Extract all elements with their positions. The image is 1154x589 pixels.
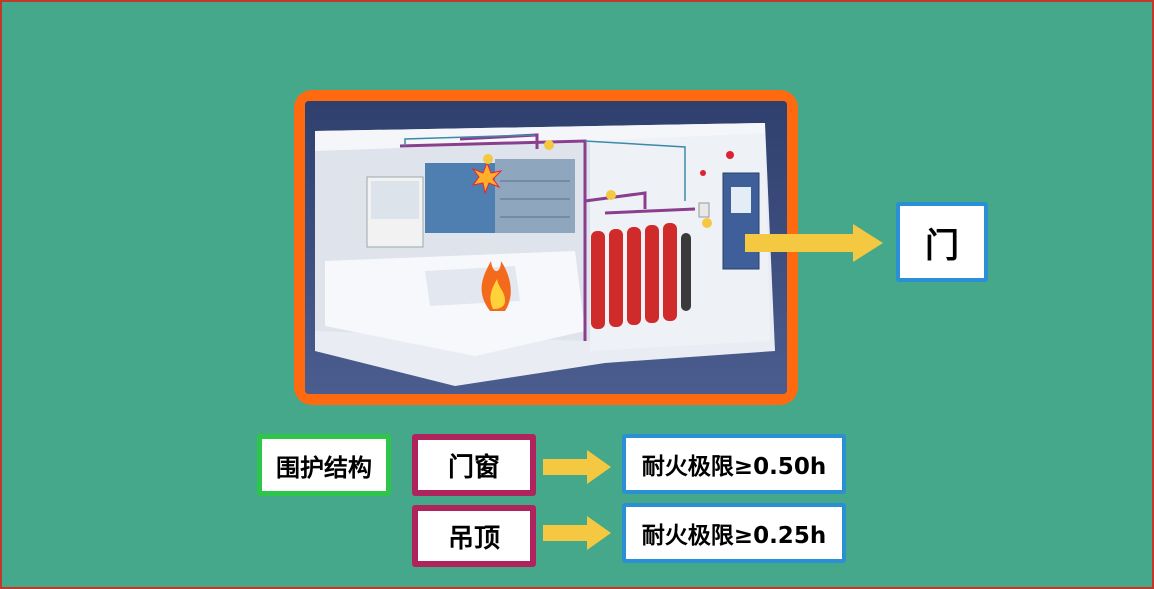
requirement-ceiling: 耐火极限≥0.25h bbox=[622, 503, 846, 563]
illustration-frame bbox=[294, 90, 798, 405]
item-label-windows: 门窗 bbox=[412, 434, 536, 496]
gas-cylinders bbox=[591, 223, 691, 329]
arrow-windows bbox=[543, 450, 611, 484]
envelope-label: 围护结构 bbox=[257, 434, 391, 496]
arrow-ceiling bbox=[543, 516, 611, 550]
fire-suppression-room-drawing bbox=[305, 101, 787, 394]
door-label: 门 bbox=[896, 202, 988, 282]
fire-suppression-illustration bbox=[305, 101, 787, 394]
requirement-windows: 耐火极限≥0.50h bbox=[622, 434, 846, 494]
arrow-to-door bbox=[745, 224, 883, 262]
item-label-ceiling: 吊顶 bbox=[412, 505, 536, 567]
